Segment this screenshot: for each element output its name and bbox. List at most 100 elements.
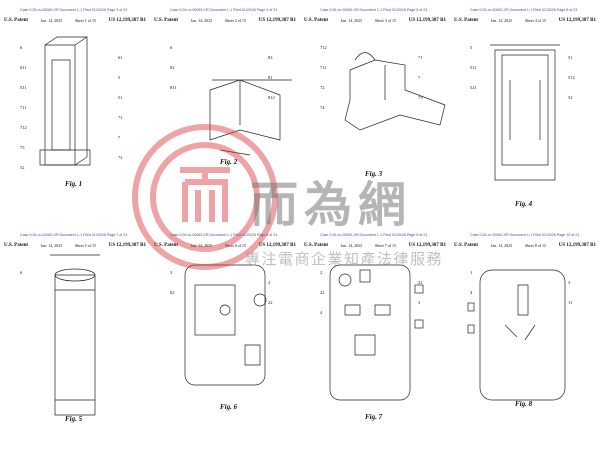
reference-numeral: 6 — [20, 270, 23, 275]
case-header: Case 0:26-cv-00063-XR Document 1-1 Filed… — [20, 8, 128, 12]
patent-label: U.S. Patent — [304, 243, 329, 248]
reference-numeral: 712 — [20, 125, 27, 130]
patent-date: Jan. 14, 2025 — [40, 243, 63, 248]
reference-numeral: 611 — [20, 65, 27, 70]
patent-sheet: Case 0:26-cv-00063-XR Document 1-1 Filed… — [0, 225, 150, 450]
reference-numeral: 3 — [170, 270, 173, 275]
reference-numeral: 61 — [118, 55, 123, 60]
watermark-subtitle: 專注電商企業知產法律服務 — [245, 250, 444, 268]
figure-label: Fig. 6 — [220, 403, 238, 411]
patent-drawing — [50, 254, 100, 416]
figure-label: Fig. 4 — [515, 200, 533, 208]
reference-numeral: 6 — [170, 45, 173, 50]
reference-numeral: 521 — [470, 85, 477, 90]
patent-sheet: Case 0:26-cv-00063-XR Document 1-1 Filed… — [450, 225, 600, 450]
patent-header: U.S. Patent Jan. 14, 2025 Sheet 6 of 15 … — [154, 243, 296, 248]
reference-numeral: 5 — [118, 75, 121, 80]
reference-numeral: 83 — [268, 55, 273, 60]
sheet-number: Sheet 1 of 15 — [74, 18, 97, 23]
patent-header: U.S. Patent Jan. 14, 2025 Sheet 3 of 15 … — [304, 18, 446, 23]
reference-numeral: 512 — [568, 75, 575, 80]
patent-label: U.S. Patent — [4, 243, 29, 248]
patent-number: US 12,199,387 B1 — [408, 243, 446, 248]
reference-numeral: 81 — [268, 75, 273, 80]
reference-numeral: 71 — [118, 115, 123, 120]
reference-numeral: 4 — [320, 310, 323, 315]
patent-drawing — [184, 264, 267, 386]
patent-date: Jan. 14, 2025 — [340, 243, 363, 248]
patent-number: US 12,199,387 B1 — [558, 243, 596, 248]
patent-drawing — [329, 264, 424, 401]
patent-sheet: Case 0:26-cv-00063-XR Document 1-1 Filed… — [300, 225, 450, 450]
reference-numeral: 82 — [170, 65, 175, 70]
sheet-number: Sheet 2 of 15 — [224, 18, 247, 23]
reference-numeral: 7 — [418, 75, 421, 80]
reference-numeral: 71 — [418, 55, 423, 60]
case-header: Case 0:26-cv-00063-XR Document 1-1 Filed… — [470, 233, 580, 237]
reference-numeral: 1 — [470, 270, 473, 275]
reference-numeral: 74 — [320, 105, 325, 110]
case-header: Case 0:26-cv-00063-XR Document 1-1 Filed… — [470, 8, 578, 12]
figure-label: Fig. 3 — [365, 170, 383, 178]
figure-label: Fig. 5 — [65, 415, 83, 423]
figure-label: Fig. 8 — [515, 400, 533, 408]
patent-label: U.S. Patent — [154, 18, 179, 23]
patent-label: U.S. Patent — [304, 18, 329, 23]
reference-numeral: 811 — [170, 85, 177, 90]
patent-number: US 12,199,387 B1 — [258, 243, 296, 248]
patent-drawing — [490, 44, 560, 181]
patent-number: US 12,199,387 B1 — [408, 18, 446, 23]
reference-numeral: 21 — [418, 280, 423, 285]
patent-header: U.S. Patent Jan. 14, 2025 Sheet 1 of 15 … — [4, 18, 146, 23]
case-header: Case 0:26-cv-00063-XR Document 1-1 Filed… — [20, 233, 128, 237]
patent-header: U.S. Patent Jan. 14, 2025 Sheet 4 of 15 … — [454, 18, 596, 23]
patent-sheet: Case 0:26-cv-00063-XR Document 1-1 Filed… — [300, 0, 450, 225]
figure-label: Fig. 7 — [365, 413, 383, 421]
reference-numeral: 5 — [470, 45, 473, 50]
patent-header: U.S. Patent Jan. 14, 2025 Sheet 2 of 15 … — [154, 18, 296, 23]
sheet-number: Sheet 5 of 15 — [74, 243, 97, 248]
patent-date: Jan. 14, 2025 — [190, 18, 213, 23]
sheet-number: Sheet 3 of 15 — [374, 18, 397, 23]
patent-sheet: Case 0:26-cv-00063-XR Document 1-1 Filed… — [450, 0, 600, 225]
patent-header: U.S. Patent Jan. 14, 2025 Sheet 5 of 15 … — [4, 243, 146, 248]
reference-numeral: 72 — [118, 155, 123, 160]
case-header: Case 0:26-cv-00063-XR Document 1-1 Filed… — [320, 233, 428, 237]
patent-date: Jan. 14, 2025 — [190, 243, 213, 248]
reference-numeral: 711 — [20, 105, 27, 110]
reference-numeral: 11 — [568, 300, 573, 305]
reference-numeral: 51 — [118, 95, 123, 100]
reference-numeral: 52 — [20, 165, 25, 170]
patent-header: U.S. Patent Jan. 14, 2025 Sheet 8 of 15 … — [454, 243, 596, 248]
reference-numeral: 52 — [568, 95, 573, 100]
reference-numeral: 6 — [20, 45, 23, 50]
sheet-number: Sheet 8 of 15 — [524, 243, 547, 248]
patent-label: U.S. Patent — [454, 243, 479, 248]
reference-numeral: 73 — [418, 95, 423, 100]
reference-numeral: 51 — [568, 55, 573, 60]
patent-drawing — [344, 52, 446, 131]
patent-number: US 12,199,387 B1 — [258, 18, 296, 23]
reference-numeral: 712 — [320, 45, 327, 50]
reference-numeral: 7 — [118, 135, 121, 140]
patent-sheet: Case 0:26-cv-00063-XR Document 1-1 Filed… — [0, 0, 150, 225]
patent-sheet: Case 0:26-cv-00063-XR Document 1-1 Filed… — [150, 225, 300, 450]
reference-numeral: 3 — [568, 280, 571, 285]
patent-number: US 12,199,387 B1 — [108, 243, 146, 248]
patent-sheet: Case 0:26-cv-00063-XR Document 1-1 Filed… — [150, 0, 300, 225]
reference-numeral: 4 — [470, 290, 473, 295]
sheet-number: Sheet 4 of 15 — [524, 18, 547, 23]
reference-numeral: 511 — [20, 85, 27, 90]
patent-date: Jan. 14, 2025 — [490, 243, 513, 248]
patent-number: US 12,199,387 B1 — [108, 18, 146, 23]
case-header: Case 0:26-cv-00063-XR Document 1-1 Filed… — [320, 8, 428, 12]
reference-numeral: 22 — [320, 290, 325, 295]
patent-header: U.S. Patent Jan. 14, 2025 Sheet 7 of 15 … — [304, 243, 446, 248]
reference-numeral: 3 — [418, 300, 421, 305]
reference-numeral: 711 — [320, 65, 327, 70]
case-header: Case 0:26-cv-00063-XR Document 1-1 Filed… — [170, 8, 278, 12]
patent-date: Jan. 14, 2025 — [40, 18, 63, 23]
reference-numeral: 812 — [268, 95, 275, 100]
reference-numeral: 22 — [268, 300, 273, 305]
patent-date: Jan. 14, 2025 — [490, 18, 513, 23]
